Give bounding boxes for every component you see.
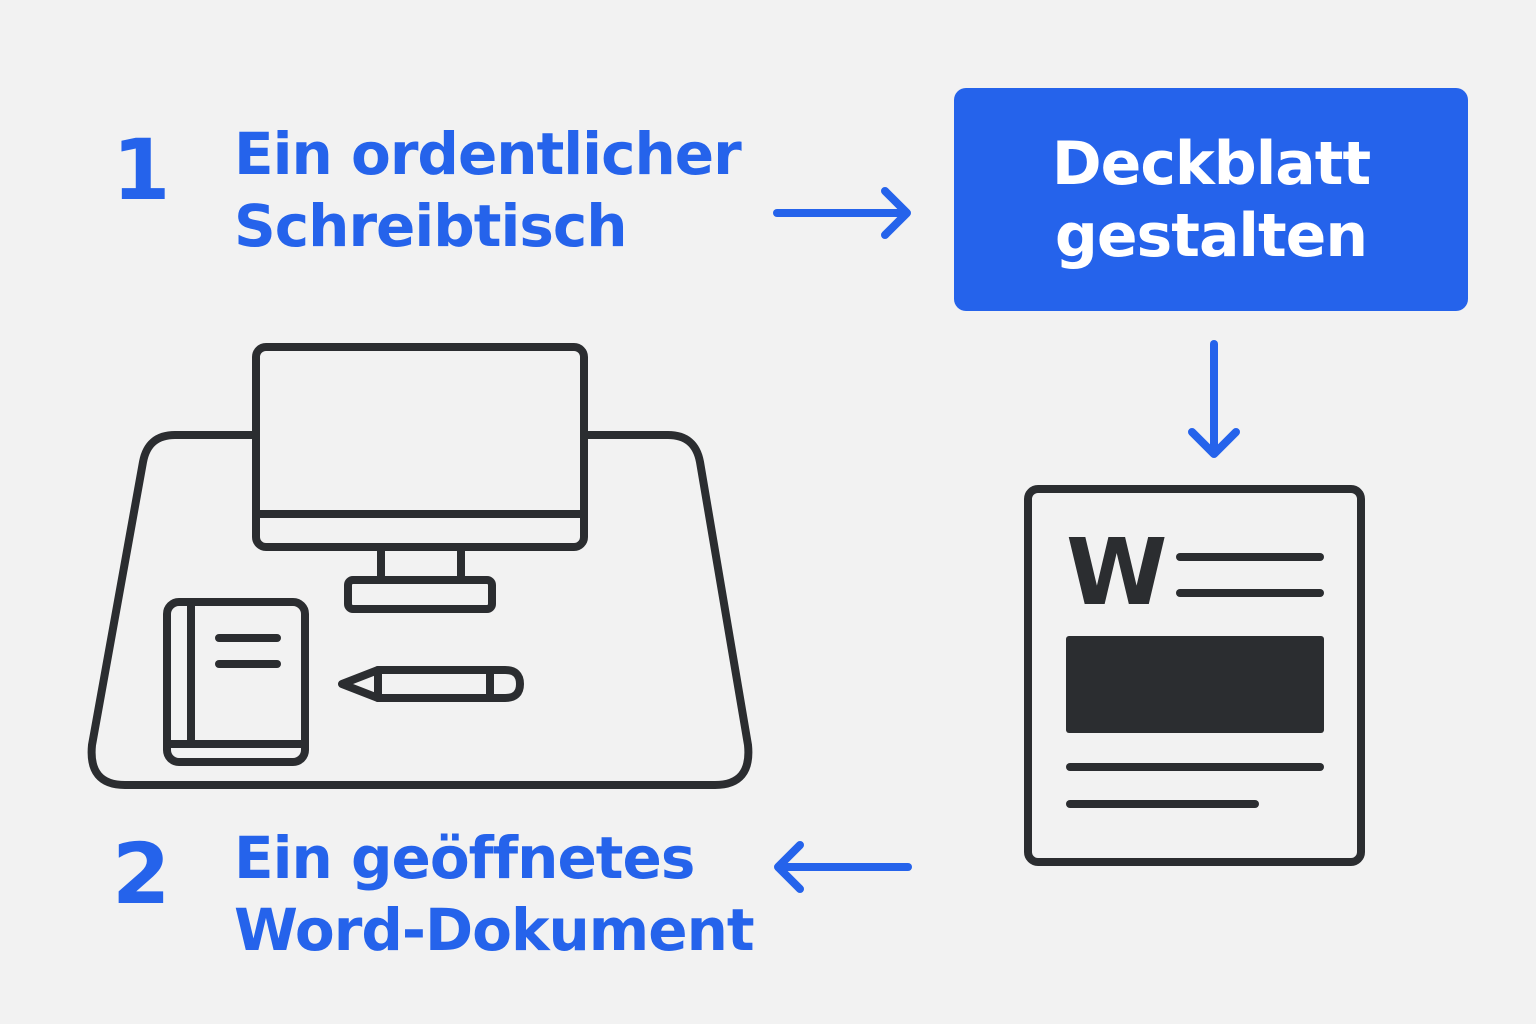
monitor-icon [252,343,588,613]
word-document-letter: W [1066,519,1167,626]
step-1-label: Ein ordentlicher Schreibtisch [234,118,742,262]
step-1-label-line-2: Schreibtisch [234,192,628,260]
notebook-icon [163,598,309,766]
arrow-left-icon [774,841,912,893]
deckblatt-box-line-1: Deckblatt [1051,128,1371,199]
pencil-icon [338,666,524,702]
step-2-label-line-1: Ein geöffnetes [234,824,695,892]
deckblatt-box-text: Deckblatt gestalten [1051,128,1371,272]
deckblatt-box-line-2: gestalten [1054,200,1368,271]
step-2-number: 2 [112,825,171,923]
step-1-label-line-1: Ein ordentlicher [234,120,742,188]
desk-icon [87,431,753,789]
arrow-down-icon [1188,340,1240,458]
word-document-icon: W [1024,485,1365,866]
step-1-number: 1 [112,121,171,219]
deckblatt-box: Deckblatt gestalten [954,88,1468,311]
arrow-right-icon [773,187,911,239]
step-2-label-line-2: Word-Dokument [234,896,755,964]
step-2-label: Ein geöffnetes Word-Dokument [234,822,755,966]
